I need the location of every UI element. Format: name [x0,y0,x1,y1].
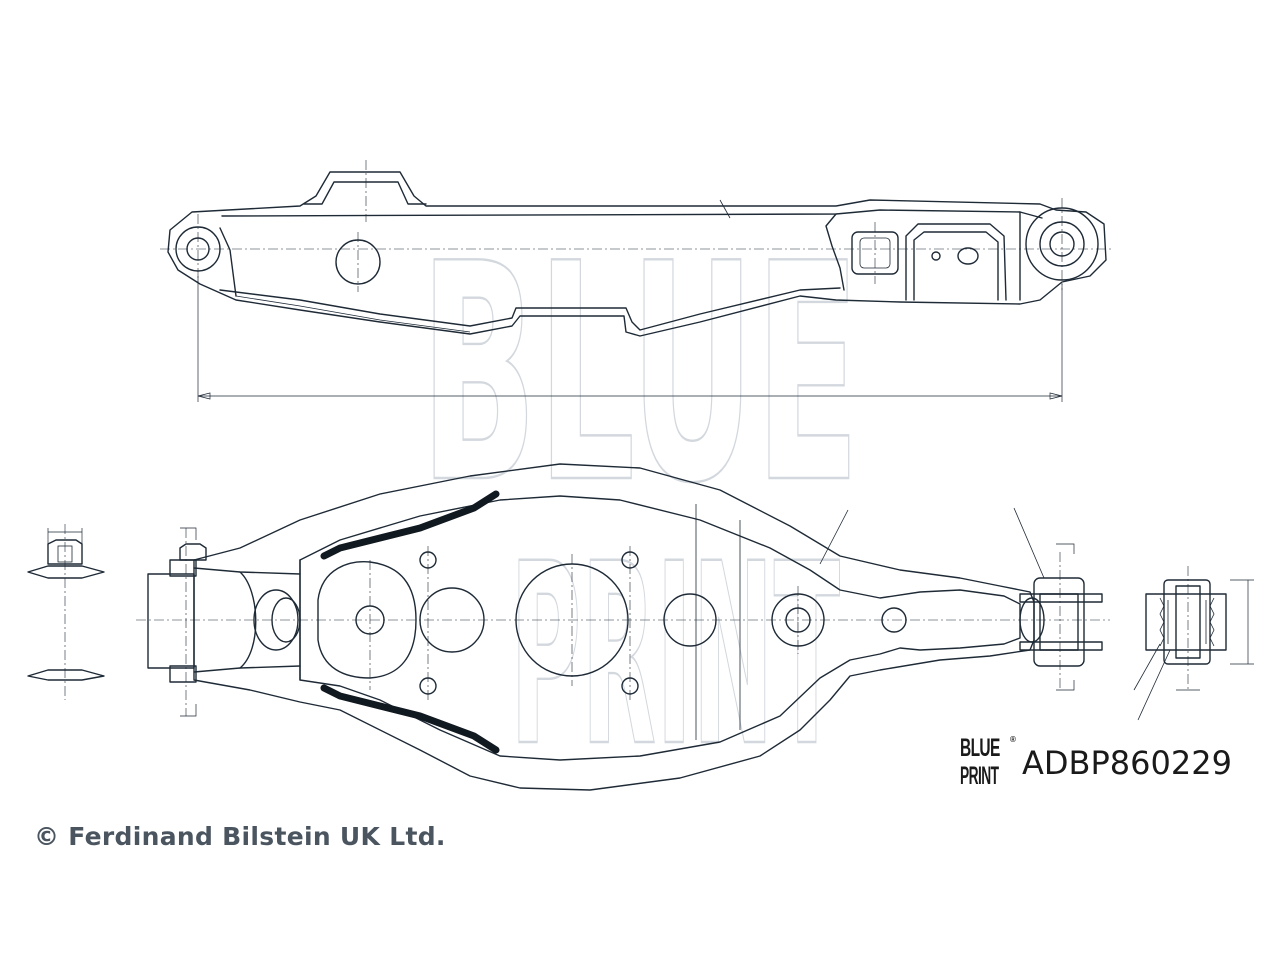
logo-line1: BLUE [960,734,1000,762]
watermark: BLUE PRINT [419,199,861,802]
arm-plan-view [136,463,1110,791]
watermark-line1: BLUE [420,200,860,549]
arm-side-view [160,160,1112,402]
bolt-detail [27,524,105,700]
blue-print-logo: BLUE ® PRINT [960,736,1022,794]
copyright-notice: © Ferdinand Bilstein UK Ltd. [34,822,446,851]
part-number: ADBP860229 [1022,744,1232,782]
registered-mark: ® [1010,735,1016,744]
bushing-detail [1133,566,1254,721]
logo-line2: PRINT [960,762,999,790]
watermark-line2: PRINT [510,510,840,801]
